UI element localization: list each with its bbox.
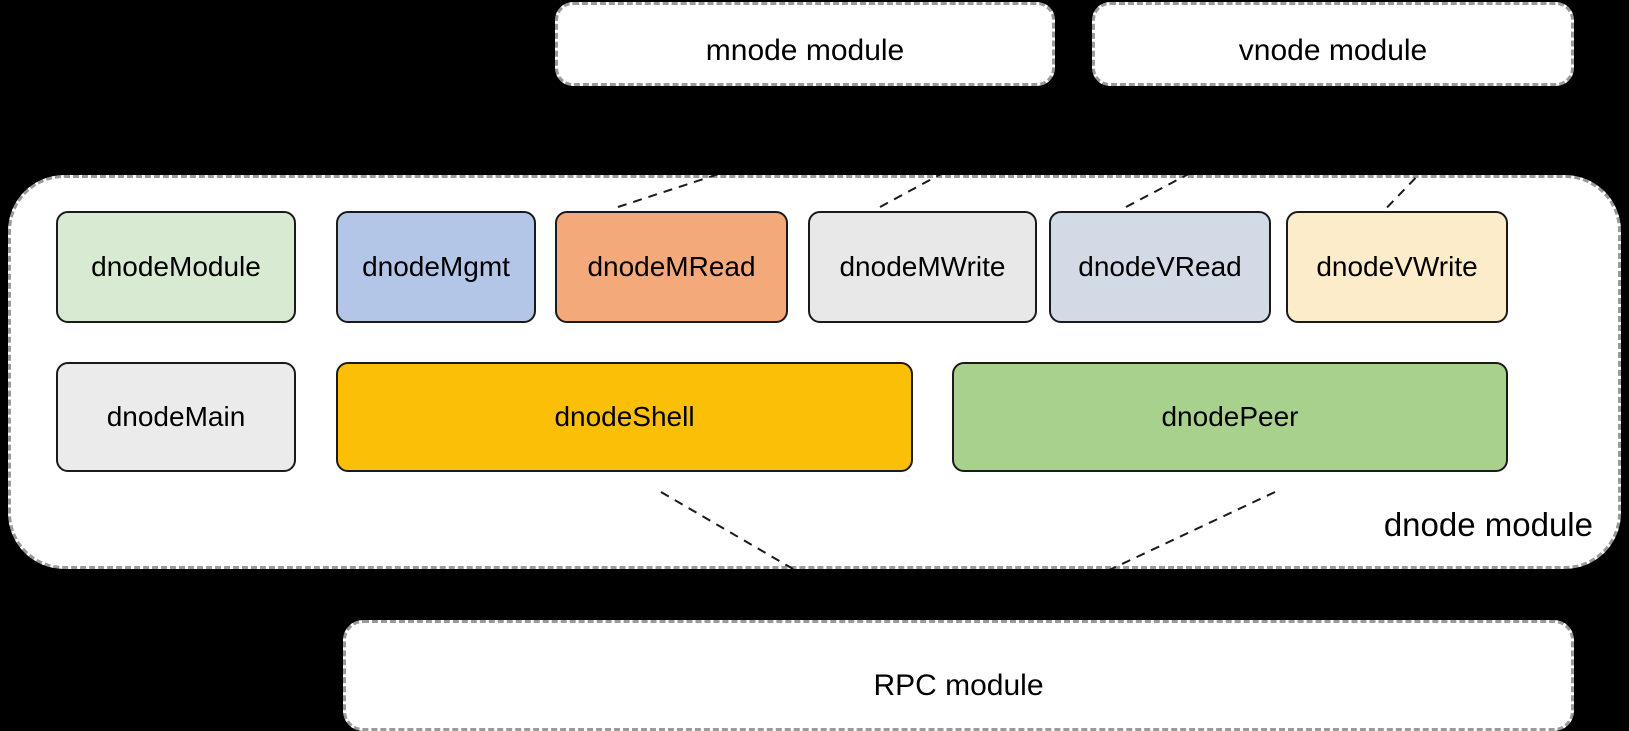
node-dnodemwrite-label: dnodeMWrite (839, 251, 1006, 282)
node-dnodemwrite[interactable]: dnodeMWrite (808, 211, 1037, 323)
dnode-module-label: dnode module (1383, 506, 1593, 543)
mnode-module-label: mnode module (705, 34, 905, 67)
node-dnodemread-label: dnodeMRead (587, 251, 756, 282)
rpc-module-panel: RPC module (343, 620, 1574, 731)
node-dnodemain-label: dnodeMain (106, 401, 246, 432)
node-dnodevread-label: dnodeVRead (1078, 251, 1242, 282)
node-dnodeshell-label: dnodeShell (554, 401, 695, 432)
node-dnodevwrite-label: dnodeVWrite (1316, 251, 1478, 282)
node-dnodeshell[interactable]: dnodeShell (336, 362, 913, 472)
node-dnodemodule[interactable]: dnodeModule (56, 211, 296, 323)
mnode-module-panel: mnode module (555, 2, 1055, 86)
node-dnodemgmt-label: dnodeMgmt (362, 251, 510, 282)
node-dnodepeer-label: dnodePeer (1161, 401, 1299, 432)
node-dnodemain[interactable]: dnodeMain (56, 362, 296, 472)
node-dnodepeer[interactable]: dnodePeer (952, 362, 1508, 472)
node-dnodemread[interactable]: dnodeMRead (555, 211, 788, 323)
rpc-module-label: RPC module (873, 669, 1044, 702)
node-dnodemodule-label: dnodeModule (91, 251, 261, 282)
vnode-module-label: vnode module (1238, 34, 1428, 67)
vnode-module-panel: vnode module (1092, 2, 1574, 86)
node-dnodevread[interactable]: dnodeVRead (1049, 211, 1271, 323)
node-dnodevwrite[interactable]: dnodeVWrite (1286, 211, 1508, 323)
node-dnodemgmt[interactable]: dnodeMgmt (336, 211, 536, 323)
